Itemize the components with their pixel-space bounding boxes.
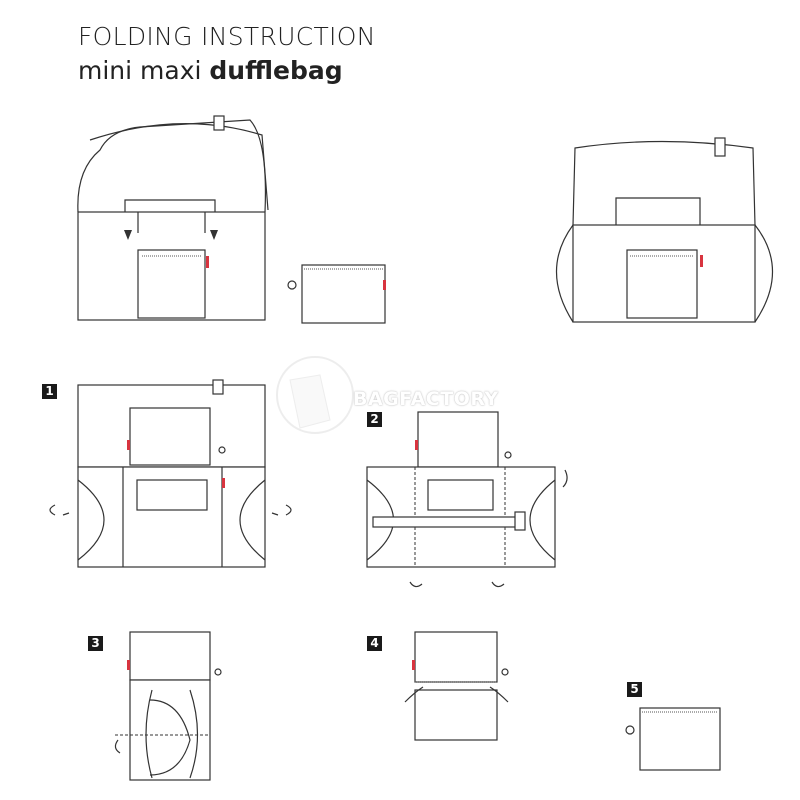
step-2-badge: 2	[367, 412, 382, 427]
title-line-2: mini maxi dufflebag	[78, 56, 343, 85]
step-1-badge: 1	[42, 384, 57, 399]
step-3-badge: 3	[88, 636, 103, 651]
subtitle-prefix: mini maxi	[78, 56, 202, 85]
bag-full-illustration	[556, 137, 773, 323]
step-4-illustration	[404, 631, 509, 741]
product-name: dufflebag	[209, 56, 343, 85]
watermark-logo	[276, 356, 354, 434]
step-4-badge: 4	[367, 636, 382, 651]
step-5-badge: 5	[627, 682, 642, 697]
bag-unfolded-illustration	[77, 115, 269, 321]
step-2-illustration	[366, 411, 568, 588]
step-1-illustration	[49, 379, 292, 568]
title-line-1: FOLDING INSTRUCTION	[78, 22, 376, 51]
watermark-text: BAGFACTORY	[353, 388, 499, 410]
step-3-illustration	[114, 631, 222, 781]
step-5-illustration	[625, 707, 721, 771]
packed-pouch-illustration	[287, 264, 386, 324]
